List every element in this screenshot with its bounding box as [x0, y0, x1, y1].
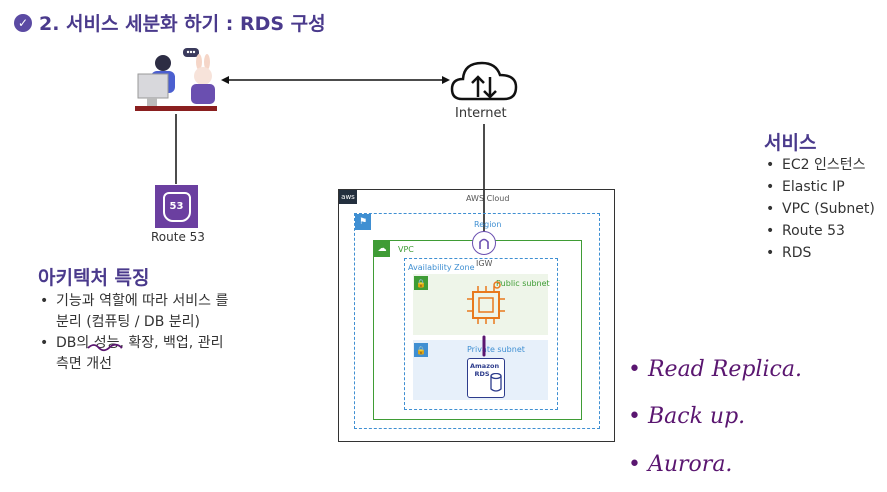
- handwritten-connector-mark: [482, 335, 486, 357]
- rds-icon-label: Amazon RDS: [470, 362, 500, 378]
- page-title: 2. 서비스 세분화 하기 : RDS 구성: [39, 13, 326, 35]
- internet-label: Internet: [455, 106, 507, 121]
- service-item: Elastic IP: [764, 176, 875, 198]
- service-item: VPC (Subnet): [764, 198, 875, 220]
- public-subnet-box: [413, 274, 548, 335]
- aws-cloud-box: [338, 189, 615, 442]
- feature-item: DB의 성능, 확장, 백업, 관리 측면 개선: [38, 333, 238, 375]
- public-subnet-label: Public subnet: [496, 279, 550, 288]
- features-heading: 아키텍처 특징: [38, 267, 150, 289]
- rds-database-icon: Amazon RDS: [467, 358, 505, 398]
- feature-item: 기능과 역할에 따라 서비스 를 분리 (컴퓨팅 / DB 분리): [38, 291, 238, 333]
- arrow-left-head: [221, 76, 229, 84]
- page-title-row: ✓ 2. 서비스 세분화 하기 : RDS 구성: [14, 9, 326, 36]
- aws-logo-icon: aws: [339, 190, 357, 204]
- igw-label: IGW: [476, 259, 493, 268]
- handwritten-note: • Read Replica.: [628, 357, 802, 382]
- region-box: [354, 213, 600, 429]
- route53-icon: 53: [155, 185, 198, 228]
- ec2-instance-icon: [467, 281, 505, 324]
- private-subnet-lock-icon: 🔒: [414, 343, 428, 357]
- services-heading: 서비스: [764, 132, 817, 154]
- user-desk-illustration: [135, 48, 217, 111]
- vpc-cloud-icon: ☁: [374, 241, 390, 257]
- service-item: RDS: [764, 242, 875, 264]
- service-item: EC2 인스턴스: [764, 154, 875, 176]
- handwritten-note: • Back up.: [628, 404, 746, 429]
- vpc-label: VPC: [398, 245, 414, 254]
- igw-icon: [472, 231, 496, 255]
- check-circle-icon: ✓: [14, 13, 32, 32]
- arrow-right-head: [442, 76, 450, 84]
- handwritten-note: • Aurora.: [628, 452, 733, 477]
- services-list: EC2 인스턴스 Elastic IP VPC (Subnet) Route 5…: [764, 154, 875, 264]
- route53-label: Route 53: [151, 230, 205, 244]
- private-subnet-label: Private subnet: [467, 345, 525, 354]
- region-label: Region: [474, 220, 502, 229]
- features-list: 기능과 역할에 따라 서비스 를 분리 (컴퓨팅 / DB 분리) DB의 성능…: [38, 291, 238, 375]
- service-item: Route 53: [764, 220, 875, 242]
- handwritten-underline-mark: [87, 343, 123, 352]
- region-flag-icon: ⚑: [355, 214, 371, 230]
- availability-zone-label: Availability Zone: [408, 263, 475, 272]
- internet-cloud-icon: [450, 61, 518, 101]
- availability-zone-box: [404, 258, 558, 410]
- aws-cloud-label: AWS Cloud: [466, 194, 510, 203]
- route53-shield: 53: [162, 191, 191, 222]
- public-subnet-lock-icon: 🔒: [414, 276, 428, 290]
